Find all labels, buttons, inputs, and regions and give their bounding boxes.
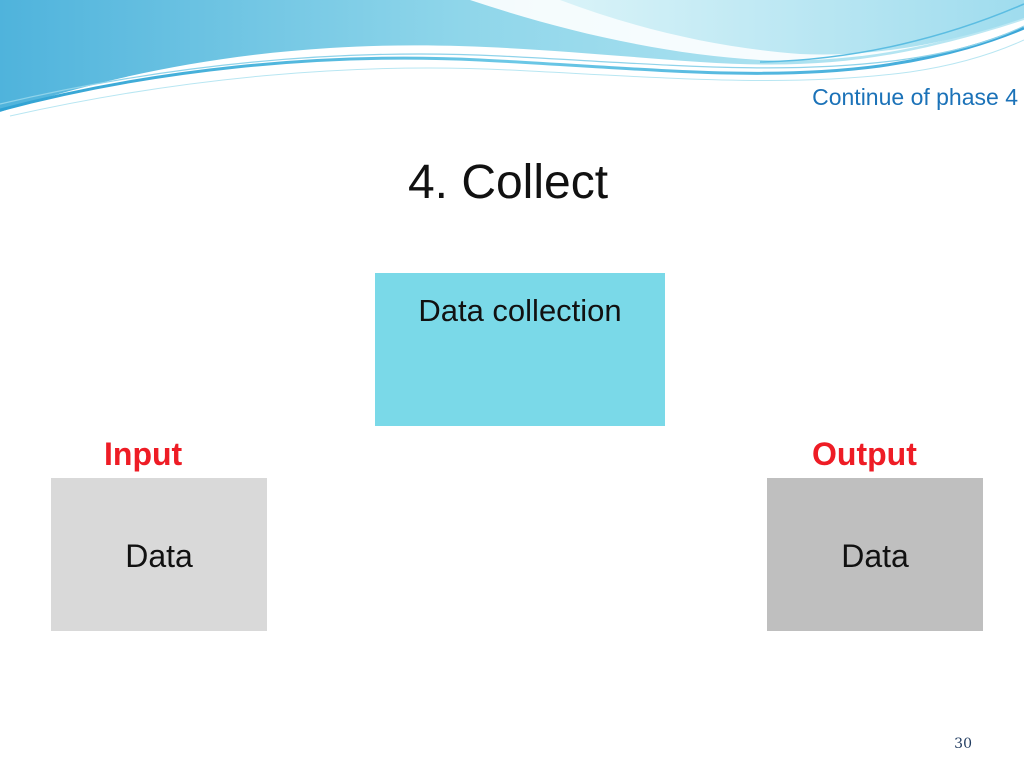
- slide-number: 30: [954, 736, 972, 752]
- input-box: Data: [51, 478, 267, 631]
- slide-subtitle: Continue of phase 4: [812, 84, 1018, 110]
- input-heading: Input: [104, 436, 183, 472]
- output-box: Data: [767, 478, 983, 631]
- output-box-label: Data: [841, 538, 909, 574]
- input-box-label: Data: [125, 538, 193, 574]
- slide-title: 4. Collect: [0, 155, 1024, 210]
- process-box: Data collection: [375, 273, 665, 426]
- process-label: Data collection: [418, 293, 622, 328]
- header-wave-decoration: [0, 0, 1024, 117]
- slide-title-text: 4. Collect: [407, 156, 609, 209]
- output-heading: Output: [812, 436, 917, 472]
